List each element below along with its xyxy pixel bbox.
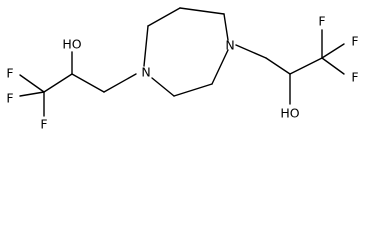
atom-f-left-mid: F xyxy=(6,91,13,106)
bond-ring-n2-cd xyxy=(211,49,229,85)
bond-ring-ce-n1 xyxy=(151,77,175,97)
bond-c6-f6 xyxy=(321,57,345,75)
bond-ring-cc-n2 xyxy=(223,13,229,41)
atom-n-left: N xyxy=(141,65,150,80)
bond-n2-c4 xyxy=(235,44,267,59)
bond-c1-f2 xyxy=(19,91,45,97)
atom-f-right-upper: F xyxy=(351,34,358,49)
molecule-structure: F F F HO N N HO F F F xyxy=(6,7,359,132)
bond-c6-f5 xyxy=(321,43,345,59)
bond-c1-c2 xyxy=(43,73,73,93)
bond-ring-ca-cb xyxy=(147,7,181,27)
bond-c4-c5 xyxy=(265,57,291,75)
atom-oh-left: HO xyxy=(62,37,81,52)
atom-f-left-bottom: F xyxy=(40,117,47,132)
bond-ring-n1-ca xyxy=(143,25,149,67)
atom-f-right-top: F xyxy=(318,14,325,29)
atom-oh-right: HO xyxy=(280,106,299,121)
bond-ring-cd-ce xyxy=(173,83,213,97)
bond-c3-n1 xyxy=(103,73,137,93)
bond-c2-c3 xyxy=(71,73,105,93)
atom-n-right: N xyxy=(225,38,234,53)
bond-c5-c6 xyxy=(289,57,323,75)
bond-ring-cb-cc xyxy=(179,7,225,15)
bond-c1-f1 xyxy=(19,74,45,93)
atom-f-right-lower: F xyxy=(351,70,358,85)
atom-f-left-top: F xyxy=(6,66,13,81)
